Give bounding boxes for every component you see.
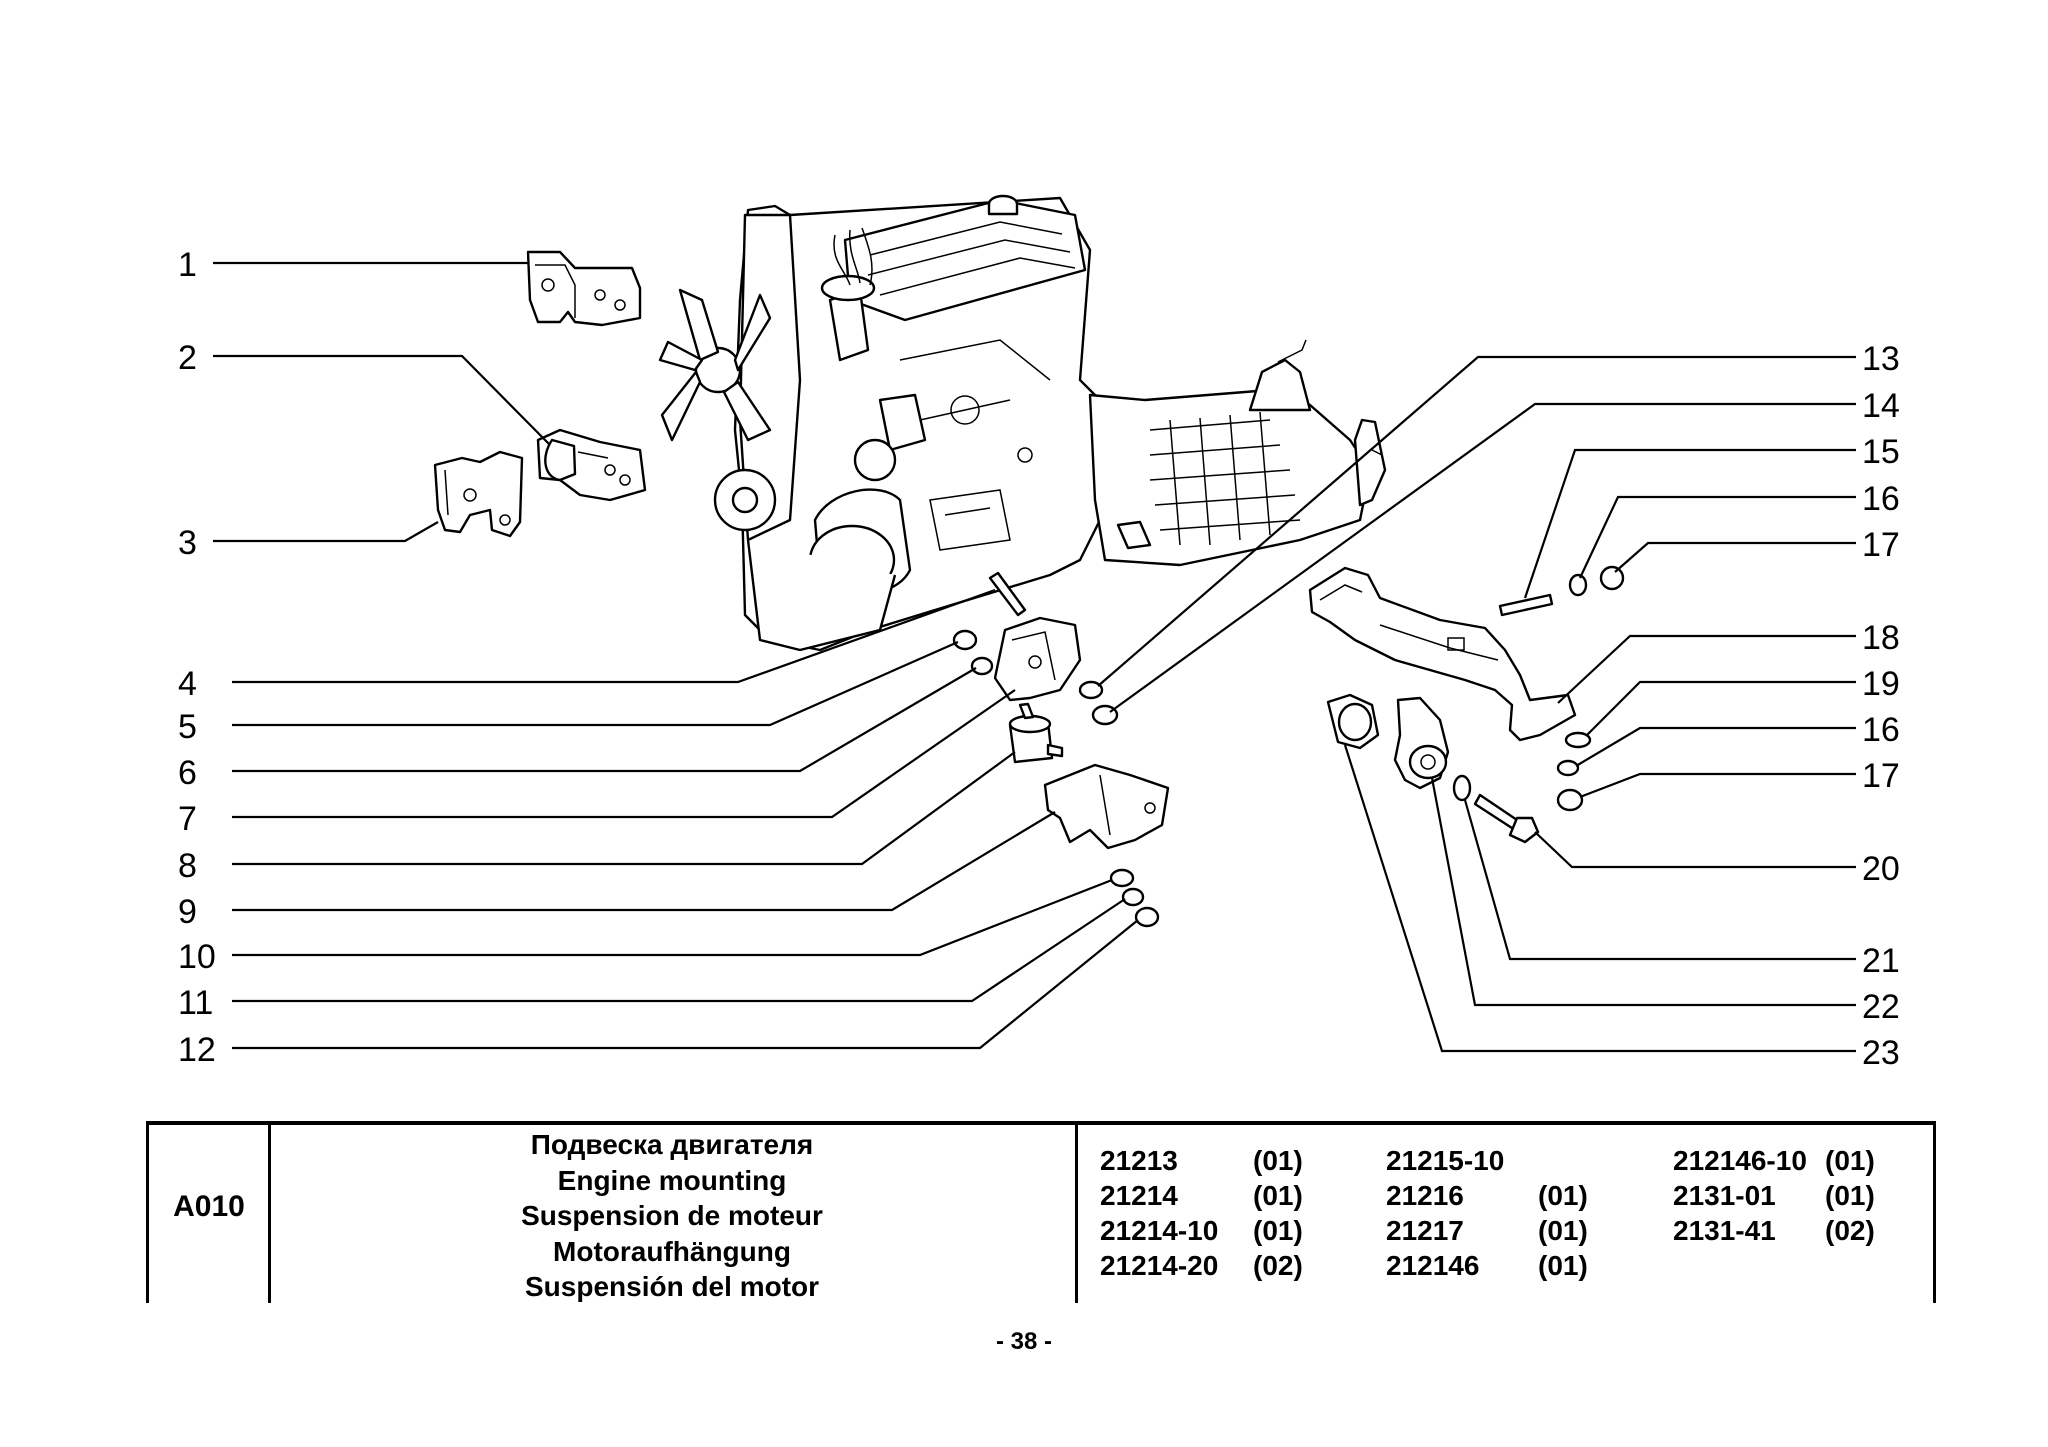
part-11-washer-drawing [1121, 887, 1145, 907]
part-10-washer-drawing [1109, 868, 1135, 888]
left-leader-lines [213, 261, 1139, 1050]
part-21-washer-drawing [1452, 774, 1472, 802]
part-3-bracket-drawing [433, 450, 524, 538]
model-variant: (01) [1253, 1145, 1303, 1176]
part-2-mount-drawing [536, 428, 647, 502]
part-16-washer-drawing [1568, 573, 1588, 597]
callout-left: 1 [178, 246, 197, 284]
part-5-nut-drawing [952, 629, 978, 651]
callout-right: 13 [1862, 340, 1900, 378]
part-8-cushion-drawing [1008, 702, 1064, 764]
title-block-divider [1075, 1121, 1078, 1303]
callout-right: 23 [1862, 1034, 1900, 1072]
model-variant: (02) [1825, 1215, 1875, 1246]
model-variant: (01) [1253, 1180, 1303, 1211]
model-code: 21216 [1386, 1180, 1464, 1211]
section-code: A010 [173, 1190, 245, 1223]
callout-left: 2 [178, 339, 197, 377]
page-number: - 38 - [995, 1328, 1052, 1355]
model-code: 21213 [1100, 1145, 1178, 1176]
model-code: 2131-01 [1673, 1180, 1776, 1211]
callout-right: 20 [1862, 850, 1900, 888]
callout-left: 3 [178, 524, 197, 562]
callout-right: 15 [1862, 433, 1900, 471]
title-russian: Подвеска двигателя [530, 1129, 814, 1160]
part-17-nut-drawing [1599, 565, 1625, 591]
title-block-top-border [146, 1121, 1936, 1125]
section-titles: Подвеска двигателя Engine mounting Suspe… [272, 1127, 1072, 1305]
engine-assembly-drawing [658, 194, 1387, 652]
model-code: 21214 [1100, 1180, 1178, 1211]
title-block-divider [268, 1121, 271, 1303]
callout-left: 7 [178, 800, 197, 838]
callout-left: 9 [178, 893, 197, 931]
model-variant: (01) [1253, 1215, 1303, 1246]
model-variant: (01) [1538, 1180, 1588, 1211]
part-9-bracket-drawing [1043, 763, 1170, 850]
part-16-lower-washer-drawing [1556, 759, 1580, 777]
callout-left: 6 [178, 754, 197, 792]
gearbox-drawing [1088, 339, 1387, 567]
model-code: 21215-10 [1386, 1145, 1505, 1176]
left-callout-numbers: 1 2 3 4 5 6 7 8 9 10 11 12 [178, 246, 216, 1069]
title-block-divider [146, 1121, 149, 1303]
part-22-bracket-drawing [1393, 696, 1450, 790]
part-12-nut-drawing [1134, 906, 1160, 928]
part-6-washer-drawing [970, 656, 994, 676]
part-17-lower-nut-drawing [1556, 788, 1584, 812]
model-code: 212146 [1386, 1250, 1480, 1281]
title-english: Engine mounting [557, 1164, 787, 1196]
callout-left: 5 [178, 708, 197, 746]
title-block-divider [1933, 1121, 1936, 1303]
part-1-bracket-drawing [526, 250, 642, 327]
model-variant: (01) [1825, 1180, 1875, 1211]
callout-right: 18 [1862, 619, 1900, 657]
model-variant: (01) [1538, 1215, 1588, 1246]
callout-left: 10 [178, 938, 216, 976]
model-variant: (01) [1825, 1145, 1875, 1176]
callout-right: 16 [1862, 711, 1900, 749]
title-french: Suspension de moteur [521, 1200, 823, 1231]
callout-left: 4 [178, 665, 197, 703]
callout-right: 19 [1862, 665, 1900, 703]
callout-left: 8 [178, 847, 197, 885]
title-german: Motoraufhängung [553, 1235, 791, 1267]
callout-right: 17 [1862, 757, 1900, 795]
part-23-bush-drawing [1326, 693, 1380, 750]
callout-right: 16 [1862, 480, 1900, 518]
callout-right: 22 [1862, 988, 1900, 1026]
model-variant: (02) [1253, 1250, 1303, 1281]
engine-mounting-exploded-diagram: 1 2 3 4 5 6 7 8 9 10 11 12 13 14 15 16 1… [178, 194, 1900, 1072]
model-code: 21217 [1386, 1215, 1464, 1246]
part-15-stud-drawing [1498, 593, 1554, 617]
model-code: 21214-20 [1100, 1250, 1219, 1281]
callout-right: 21 [1862, 942, 1900, 980]
part-7-bracket-drawing [993, 616, 1082, 702]
model-code: 2131-41 [1673, 1215, 1776, 1246]
model-code: 212146-10 [1673, 1145, 1807, 1176]
callout-left: 11 [178, 984, 213, 1022]
callout-right: 14 [1862, 387, 1900, 425]
right-leader-lines [1097, 355, 1856, 1053]
part-4-stud-drawing [988, 571, 1027, 617]
title-spanish: Suspensión del motor [524, 1271, 820, 1302]
part-18-crossmember-drawing [1308, 566, 1577, 742]
fan-drawing [658, 288, 772, 442]
part-13-washer-drawing [1078, 680, 1104, 700]
model-code: 21214-10 [1100, 1215, 1219, 1246]
right-callout-numbers: 13 14 15 16 17 18 19 16 17 20 21 22 23 [1862, 340, 1900, 1072]
model-variant: (01) [1538, 1250, 1588, 1281]
callout-left: 12 [178, 1031, 216, 1069]
part-20-bolt-drawing [1473, 793, 1540, 844]
part-19-washer-drawing [1564, 731, 1592, 749]
callout-right: 17 [1862, 526, 1900, 564]
